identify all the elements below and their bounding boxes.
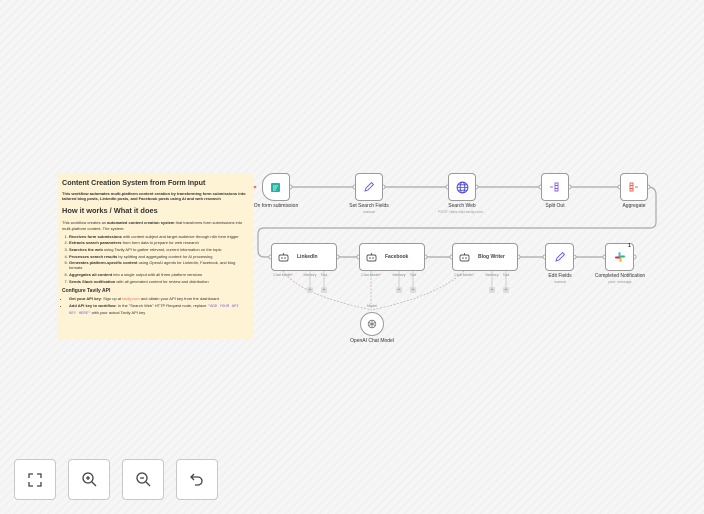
execution-count-badge: 1 <box>628 243 631 249</box>
slack-icon <box>614 252 625 262</box>
node-split-out[interactable] <box>541 173 569 201</box>
step: Extracts search parameters from form dat… <box>69 240 248 245</box>
port-tool: Tool <box>409 273 417 277</box>
fit-view-button[interactable] <box>14 459 56 500</box>
node-subtitle: POST: https://api.tavily.com/... <box>438 210 486 214</box>
port-memory: Memory <box>485 273 499 277</box>
add-memory-button[interactable]: + <box>489 287 495 293</box>
config-list: Get your API key: Sign up at tavily.com … <box>62 296 248 317</box>
node-subtitle: manual <box>554 280 566 284</box>
port-model: Model <box>367 304 377 308</box>
add-tool-button[interactable]: + <box>410 287 416 293</box>
node-label: Facebook <box>385 254 409 260</box>
add-memory-button[interactable]: + <box>307 287 313 293</box>
port-memory: Memory <box>392 273 406 277</box>
how-intro: This workflow creates an automated conte… <box>62 220 243 231</box>
node-openai-chat-model[interactable] <box>360 312 384 336</box>
node-label: Search Web <box>448 203 476 209</box>
undo-button[interactable] <box>176 459 218 500</box>
node-completed-notification[interactable] <box>605 243 634 271</box>
pencil-icon <box>364 181 375 192</box>
node-label: Set Search Fields <box>349 203 389 209</box>
zoom-out-button[interactable] <box>122 459 164 500</box>
port-tool: Tool <box>320 273 328 277</box>
sticky-intro: This workflow automates multi-platform c… <box>62 191 246 202</box>
step: Aggregates all content into a single out… <box>69 272 248 277</box>
add-memory-button[interactable]: + <box>396 287 402 293</box>
step: Sends Slack notification with all genera… <box>69 279 248 284</box>
form-icon <box>271 183 280 192</box>
globe-icon <box>456 181 468 193</box>
node-search-web[interactable] <box>448 173 476 201</box>
add-tool-button[interactable]: + <box>321 287 327 293</box>
step: Searches the web using Tavily API to gat… <box>69 247 248 252</box>
config-title: Configure Tavily API <box>62 287 111 294</box>
zoom-out-icon <box>135 472 150 487</box>
config-item: Add API key to workflow: In the "Search … <box>69 303 248 317</box>
node-blog-writer-agent[interactable]: Blog Writer <box>452 243 518 271</box>
robot-icon <box>459 253 470 262</box>
tavily-link[interactable]: tavily.com <box>122 295 140 301</box>
openai-icon <box>367 319 377 329</box>
port-chat-model: Chat Model* <box>361 273 381 277</box>
port-memory: Memory <box>303 273 317 277</box>
node-aggregate[interactable] <box>620 173 648 201</box>
node-set-search-fields[interactable] <box>355 173 383 201</box>
port-chat-model: Chat Model* <box>454 273 474 277</box>
node-label: Edit Fields <box>548 273 572 279</box>
robot-icon <box>278 253 289 262</box>
step: Receives form submissions with content s… <box>69 234 248 239</box>
zoom-in-button[interactable] <box>68 459 110 500</box>
node-label: Aggregate <box>622 203 646 209</box>
node-edit-fields[interactable] <box>545 243 574 271</box>
node-label: Split Out <box>545 203 565 209</box>
step: Generates platform-specific content usin… <box>69 260 248 270</box>
node-facebook-agent[interactable]: Facebook <box>359 243 425 271</box>
add-tool-button[interactable]: + <box>503 287 509 293</box>
pencil-icon <box>554 251 565 262</box>
config-item: Get your API key: Sign up at tavily.com … <box>69 296 248 301</box>
node-label: OpenAI Chat Model <box>350 338 394 344</box>
port-tool: Tool <box>502 273 510 277</box>
split-icon <box>550 182 559 192</box>
zoom-in-icon <box>81 472 96 487</box>
sticky-title: Content Creation System from Form Input <box>62 178 206 187</box>
steps-list: Receives form submissions with content s… <box>62 234 248 284</box>
node-label: On form submission <box>253 203 299 209</box>
fit-view-icon <box>28 472 42 487</box>
node-label: LinkedIn <box>297 254 318 260</box>
aggregate-icon <box>629 182 638 192</box>
node-subtitle: manual <box>363 210 375 214</box>
step: Processes search results by splitting an… <box>69 254 248 259</box>
node-label: Completed Notification <box>594 273 646 279</box>
node-form-trigger[interactable] <box>262 173 290 201</box>
node-subtitle: post: message <box>608 280 632 284</box>
port-chat-model: Chat Model* <box>273 273 293 277</box>
robot-icon <box>366 253 377 262</box>
undo-icon <box>190 473 203 486</box>
sticky-note[interactable]: Content Creation System from Form Input … <box>57 173 253 340</box>
how-title: How it works / What it does <box>62 206 158 216</box>
node-linkedin-agent[interactable]: LinkedIn <box>271 243 337 271</box>
node-label: Blog Writer <box>478 254 505 260</box>
